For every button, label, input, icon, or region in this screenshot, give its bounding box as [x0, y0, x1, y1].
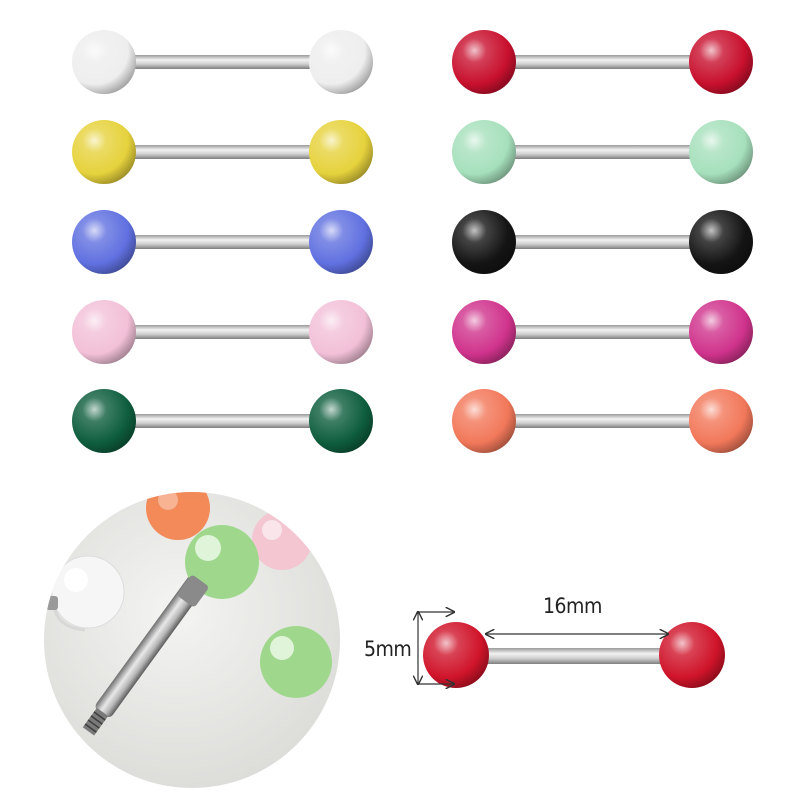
barbell-ball-left — [72, 120, 136, 184]
closeup-photo — [44, 492, 340, 788]
barbell-ball-right — [689, 389, 753, 453]
barbell-blue — [72, 210, 373, 274]
barbell-white — [72, 30, 373, 94]
dimension-diagram — [418, 612, 725, 688]
barbell-ball-right — [309, 389, 373, 453]
dimension-ball-left — [423, 622, 489, 688]
barbell-ball-right — [689, 30, 753, 94]
barbell-black — [452, 210, 753, 274]
barbell-ball-left — [452, 389, 516, 453]
barbell-ball-left — [452, 30, 516, 94]
barbell-ball-left — [452, 210, 516, 274]
barbell-bar — [484, 235, 721, 249]
barbell-bar — [484, 145, 721, 159]
photo-ball-pink — [252, 510, 312, 570]
barbell-ball-left — [72, 210, 136, 274]
barbell-mint-green — [452, 120, 753, 184]
barbell-ball-left — [72, 30, 136, 94]
barbell-grid — [72, 30, 753, 453]
photo-ball-green-bottom — [260, 626, 332, 698]
photo-ball-coral — [146, 492, 210, 540]
barbell-ball-right — [309, 120, 373, 184]
barbell-ball-left — [72, 300, 136, 364]
barbell-bar — [484, 414, 721, 428]
barbell-pink — [72, 300, 373, 364]
dimension-ball — [659, 622, 725, 688]
barbell-ball-right — [689, 120, 753, 184]
dimension-ball-right — [659, 622, 725, 688]
barbell-bar — [484, 325, 721, 339]
barbell-bar — [104, 55, 341, 69]
barbell-ball-right — [309, 30, 373, 94]
dimension-ball — [423, 622, 489, 688]
photo-bar — [95, 572, 207, 718]
barbell-ball-left — [452, 120, 516, 184]
barbell-ball-right — [309, 300, 373, 364]
barbell-ball-right — [689, 210, 753, 274]
barbell-bar — [104, 325, 341, 339]
barbell-bar — [104, 235, 341, 249]
barbell-yellow — [72, 120, 373, 184]
barbell-bar — [484, 55, 721, 69]
photo-ball-white — [51, 555, 125, 629]
barbell-coral — [452, 389, 753, 453]
width-label: 16mm — [543, 594, 602, 618]
barbell-magenta — [452, 300, 753, 364]
barbell-ball-left — [452, 300, 516, 364]
barbell-ball-right — [689, 300, 753, 364]
barbell-bar — [104, 414, 341, 428]
barbell-ball-left — [72, 389, 136, 453]
barbell-dark-green — [72, 389, 373, 453]
barbell-red — [452, 30, 753, 94]
barbell-bar — [104, 145, 341, 159]
height-label: 5mm — [364, 637, 412, 661]
barbell-ball-right — [309, 210, 373, 274]
